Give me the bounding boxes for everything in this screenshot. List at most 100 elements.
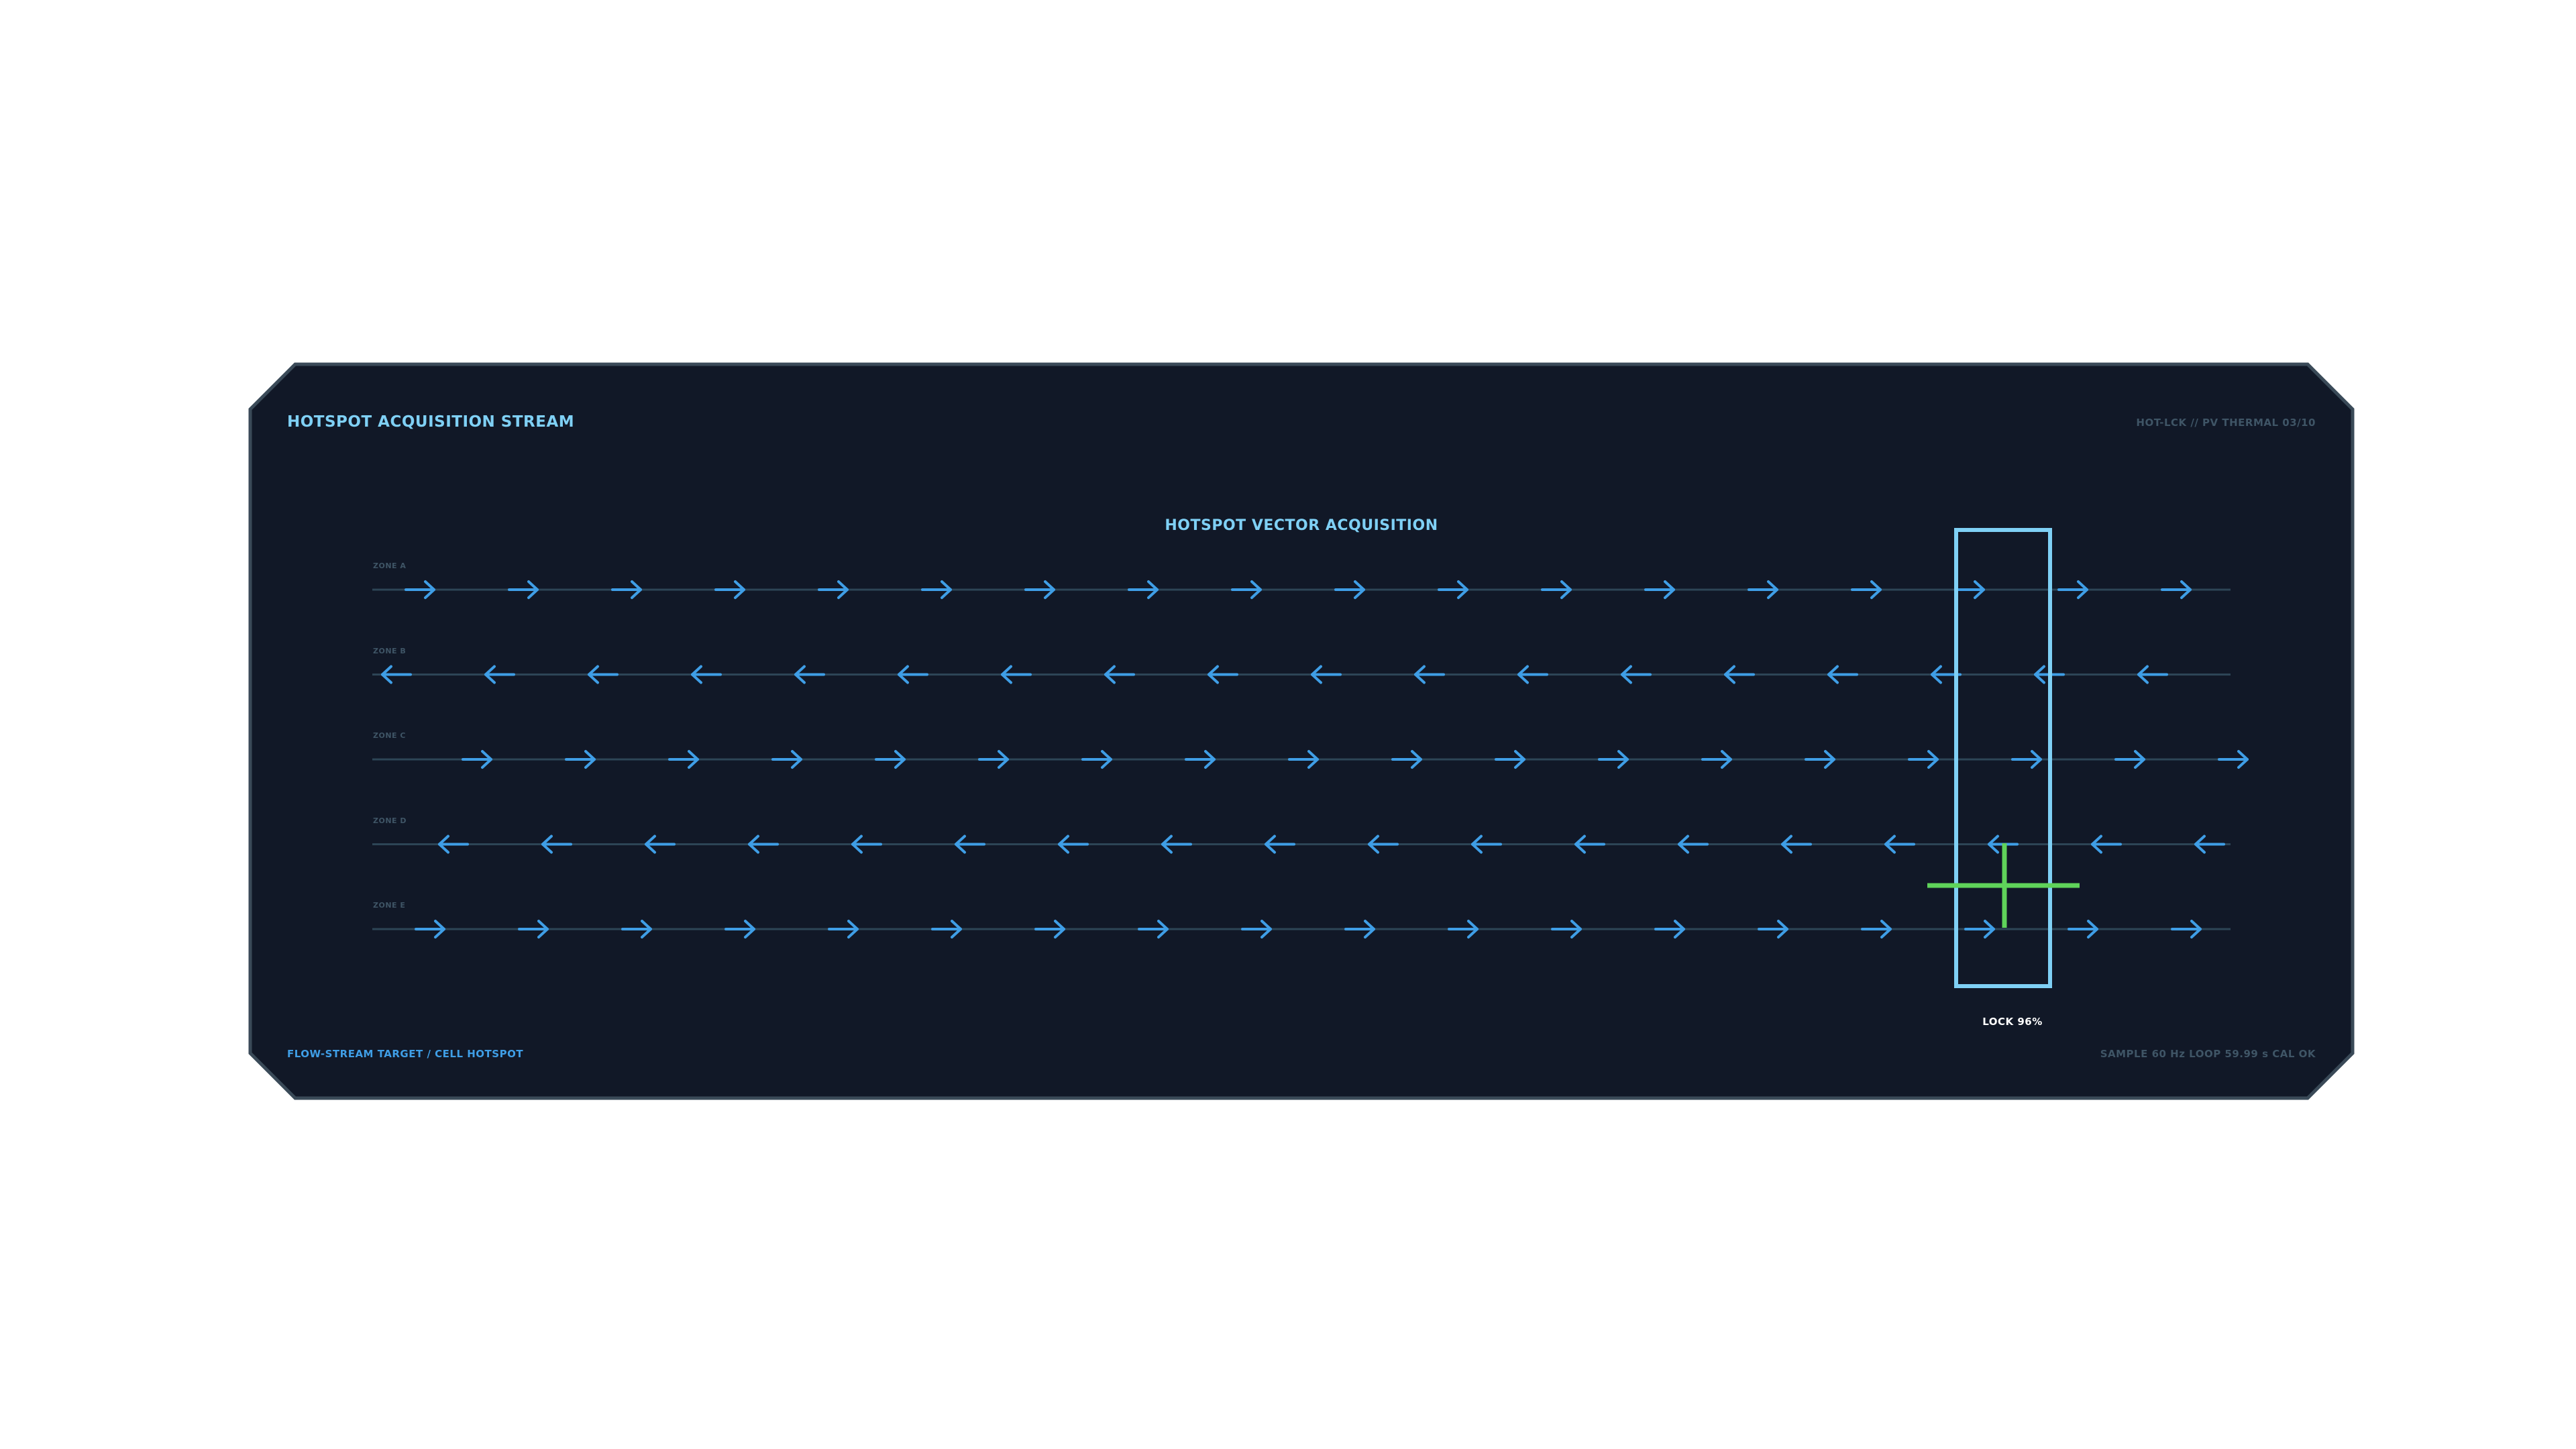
arrow-icon [621,920,652,938]
arrow-icon [818,580,849,599]
arrow-icon [1024,580,1055,599]
arrow-icon [955,835,985,854]
arrow-icon [1621,665,1652,684]
arrow-icon [1517,665,1548,684]
arrow-icon [1654,920,1685,938]
arrow-icon [1058,835,1089,854]
arrow-icon [1185,750,1216,769]
arrow-icon [2091,835,2122,854]
arrow-icon [518,920,549,938]
arrow-icon [668,750,699,769]
arrow-icon [1438,580,1468,599]
arrow-icon [1781,835,1812,854]
arrow-icon [1081,750,1112,769]
arrow-icon [794,665,825,684]
arrow-icon [1598,750,1629,769]
arrow-icon [2218,750,2249,769]
arrow-icon [2011,750,2042,769]
arrow-icon [1758,920,1788,938]
arrow-icon [1495,750,1525,769]
arrow-icon [1551,920,1582,938]
arrow-icon [438,835,469,854]
arrow-icon [978,750,1009,769]
lock-box [1954,528,2052,988]
hotspot-panel: HOTSPOT ACQUISITION STREAM HOT-LCK // PV… [248,362,2355,1100]
arrow-icon [1231,580,1262,599]
zone-label: ZONE E [373,901,406,910]
arrow-icon [1954,580,1985,599]
arrow-icon [2068,920,2098,938]
arrow-icon [2161,580,2192,599]
arrow-icon [748,835,779,854]
arrow-icon [1701,750,1732,769]
arrow-icon [851,835,882,854]
arrow-icon [1138,920,1169,938]
arrow-icon [828,920,859,938]
arrow-icon [1724,665,1755,684]
arrow-icon [1861,920,1892,938]
lock-overlay [1927,528,2080,988]
arrow-icon [1161,835,1192,854]
arrow-icon [1541,580,1572,599]
arrow-icon [588,665,619,684]
arrow-icon [508,580,539,599]
footer-left-text: FLOW-STREAM TARGET / CELL HOTSPOT [287,1048,524,1060]
arrow-icon [1448,920,1479,938]
arrow-icon [1391,750,1422,769]
arrow-icon [771,750,802,769]
panel-canvas [248,362,2355,1100]
arrow-icon [1241,920,1272,938]
arrow-icon [1414,665,1445,684]
arrow-icon [714,580,745,599]
arrow-icon [541,835,572,854]
zone-label: ZONE D [373,816,407,825]
lock-label: LOCK 96% [1982,1016,2043,1028]
arrow-icon [1128,580,1159,599]
arrow-icon [1471,835,1502,854]
arrow-icon [691,665,722,684]
zone-label: ZONE A [373,561,407,570]
page-title: HOTSPOT ACQUISITION STREAM [287,413,575,431]
arrow-icon [724,920,755,938]
arrow-icon [1908,750,1939,769]
footer-right-text: SAMPLE 60 Hz LOOP 59.99 s CAL OK [2100,1048,2316,1060]
arrow-icon [565,750,596,769]
arrow-icon [2137,665,2168,684]
zone-tracks [372,580,2249,938]
arrow-icon [1574,835,1605,854]
arrow-icon [2194,835,2225,854]
arrow-icon [2114,750,2145,769]
panel-frame [248,362,2355,1100]
arrow-icon [1805,750,1835,769]
arrow-icon [1851,580,1882,599]
arrow-icon [1827,665,1858,684]
arrow-icon [484,665,515,684]
arrow-icon [1964,920,1995,938]
arrow-icon [405,580,435,599]
arrow-icon [381,665,412,684]
chart-title: HOTSPOT VECTOR ACQUISITION [1165,517,1438,534]
zone-label: ZONE C [373,731,406,740]
arrow-icon [1678,835,1709,854]
arrow-icon [1344,920,1375,938]
arrow-icon [1104,665,1135,684]
arrow-icon [1334,580,1365,599]
arrow-icon [1208,665,1238,684]
zone-label: ZONE B [373,646,407,655]
arrow-icon [1001,665,1032,684]
arrow-icon [898,665,928,684]
arrow-icon [1311,665,1342,684]
arrow-icon [1034,920,1065,938]
arrow-icon [1884,835,1915,854]
arrow-icon [415,920,445,938]
arrow-icon [931,920,962,938]
arrow-icon [921,580,952,599]
arrow-icon [1644,580,1675,599]
arrow-icon [875,750,906,769]
crosshair-icon[interactable] [1927,843,2080,928]
arrow-icon [1288,750,1319,769]
arrow-icon [2057,580,2088,599]
arrow-icon [1748,580,1778,599]
arrow-icon [1265,835,1295,854]
arrow-icon [462,750,492,769]
